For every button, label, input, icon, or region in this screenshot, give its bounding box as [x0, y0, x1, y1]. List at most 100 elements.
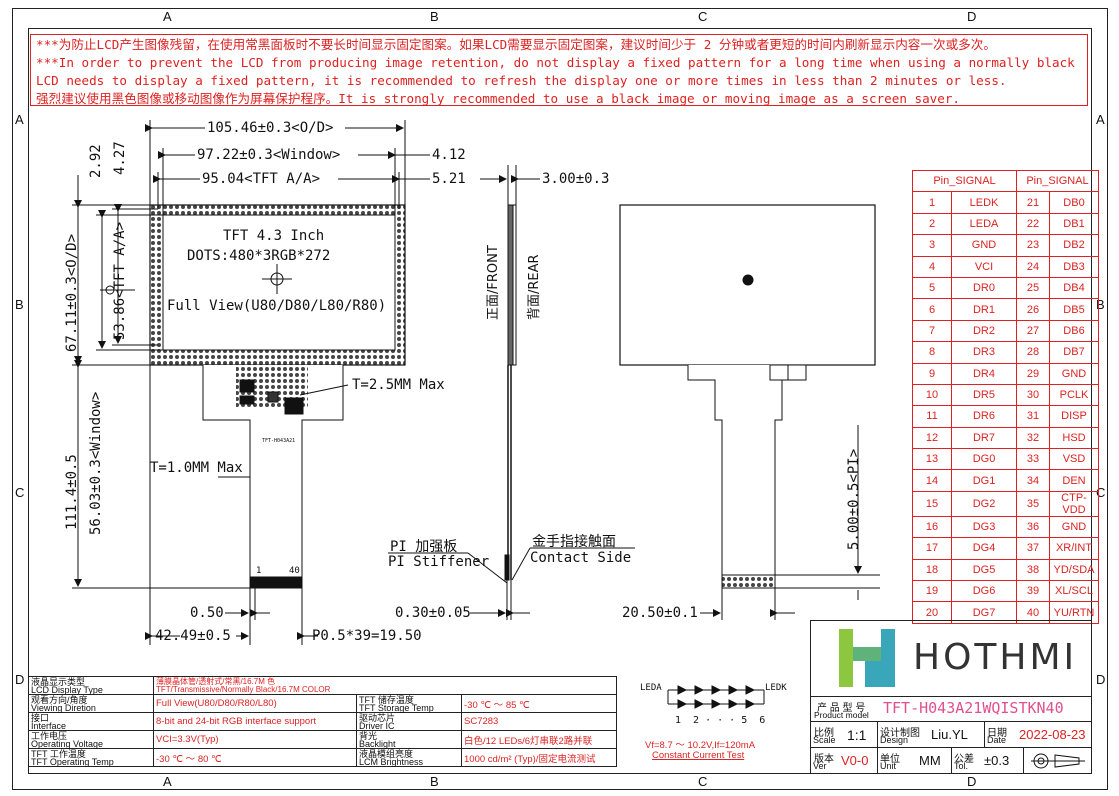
pin-signal: YU/RTN: [1049, 601, 1099, 624]
pin-number: 11: [912, 405, 952, 428]
thickness-1-0: T=1.0MM Max: [150, 460, 243, 476]
pin-signal: DG4: [951, 537, 1017, 560]
dim-pi-length: 5.00±0.5<PI>: [846, 448, 862, 550]
drawing-outer-frame: [12, 8, 1108, 790]
pin-number: 23: [1016, 234, 1050, 257]
pi-stiffener-cn: PI 加强板: [390, 539, 458, 555]
zone-row-c-right: C: [1096, 485, 1106, 500]
spec-value: SC7283: [461, 712, 617, 731]
hothmi-logo-icon: [839, 629, 895, 687]
led-schematic: [667, 685, 765, 709]
dim-20-50: 20.50±0.1: [622, 605, 698, 621]
pin-signal: LEDK: [951, 191, 1017, 214]
spec-value: 白色/12 LEDs/6灯串联2路并联: [461, 730, 617, 749]
pin-signal: YD/SDA: [1049, 558, 1099, 582]
pin-number: 33: [1016, 448, 1050, 471]
pin-signal: PCLK: [1049, 383, 1099, 407]
product-model-cn: 产 品 型 号: [817, 703, 866, 714]
pin-number: 18: [912, 558, 952, 582]
zone-col-a-bottom: A: [163, 774, 172, 789]
pin-signal: DR3: [951, 341, 1017, 364]
warning-line-3: LCD needs to display a fixed pattern, it…: [36, 73, 1007, 88]
pin-number: 39: [1016, 580, 1050, 603]
pin-number: 34: [1016, 469, 1050, 492]
pin-number: 10: [912, 383, 952, 407]
pin-signal: CTP-VDD: [1049, 490, 1099, 517]
spec-value: 薄膜晶体管/透射式/常黑/16.7M 色 TFT/Transmissive/No…: [153, 676, 617, 695]
zone-row-d-right: D: [1096, 672, 1106, 687]
zone-col-b-bottom: B: [430, 774, 439, 789]
zone-row-b-left: B: [15, 297, 24, 312]
pin-number: 31: [1016, 405, 1050, 428]
zone-col-b-top: B: [430, 9, 439, 24]
pin-number: 24: [1016, 255, 1050, 278]
led-vf: Vf=8.7 ～ 10.2V,If=120mA: [645, 740, 756, 751]
pin-signal: DR7: [951, 426, 1017, 450]
scale-cn: 比例: [814, 728, 834, 739]
pin-signal: LEDA: [951, 212, 1017, 236]
design-en: Design: [880, 735, 909, 745]
pin-signal: DB3: [1049, 255, 1099, 278]
brand-name: HOTHMI: [913, 637, 1078, 678]
pin-40-label: 40: [289, 566, 300, 576]
pin-signal: DB5: [1049, 298, 1099, 321]
zone-col-c-bottom: C: [698, 774, 708, 789]
fpc-mark: TFT-H043A21: [262, 438, 296, 444]
zone-row-a-right: A: [1096, 112, 1105, 127]
dim-od-width: 105.46±0.3<O/D>: [207, 120, 334, 136]
product-model-value: TFT-H043A21WQISTKN40: [883, 699, 1064, 717]
pin-signal: DG0: [951, 448, 1017, 471]
pin-signal: XL/SCL: [1049, 580, 1099, 603]
unit-cn: 单位: [880, 754, 900, 765]
pin-signal: DG6: [951, 580, 1017, 603]
pin-number: 3: [912, 234, 952, 257]
contact-side-cn: 金手指接触面: [532, 534, 616, 550]
spec-value: 8-bit and 24-bit RGB interface support: [153, 712, 357, 731]
pin-signal: DEN: [1049, 469, 1099, 492]
spec-value: -30 ℃ ～ 85 ℃: [461, 694, 617, 713]
pin-signal: DR5: [951, 383, 1017, 407]
pin-number: 17: [912, 537, 952, 560]
date-en: Date: [987, 735, 1007, 745]
pin-signal: DB6: [1049, 319, 1099, 343]
pin-signal: DR2: [951, 319, 1017, 343]
tol-en: Tol.: [954, 761, 969, 771]
dim-42-49: 42.49±0.5: [155, 628, 231, 644]
spec-value: -30 ℃ ～ 80 ℃: [153, 748, 357, 767]
dim-aa-width: 95.04<TFT A/A>: [202, 171, 321, 187]
pin-signal: GND: [1049, 362, 1099, 385]
dim-pitch: P0.5*39=19.50: [312, 628, 422, 644]
pin-number: 15: [912, 490, 952, 517]
pin-number: 1: [912, 191, 952, 214]
pin-number: 29: [1016, 362, 1050, 385]
dim-total-height: 111.4±0.5: [64, 454, 80, 530]
pin-signal: VSD: [1049, 448, 1099, 471]
unit-en: Unit: [880, 761, 897, 771]
zone-col-c-top: C: [698, 9, 708, 24]
pin-number: 36: [1016, 515, 1050, 539]
date-cn: 日期: [987, 728, 1007, 739]
spec-value: Full View(U80/D80/R80/L80): [153, 694, 357, 713]
pin-number: 38: [1016, 558, 1050, 582]
spec-value: VCI=3.3V(Typ): [153, 730, 357, 749]
projection-symbol-icon: [1031, 753, 1085, 769]
ver-en: Ver: [813, 761, 827, 771]
front-label: 正面/FRONT: [486, 245, 501, 320]
